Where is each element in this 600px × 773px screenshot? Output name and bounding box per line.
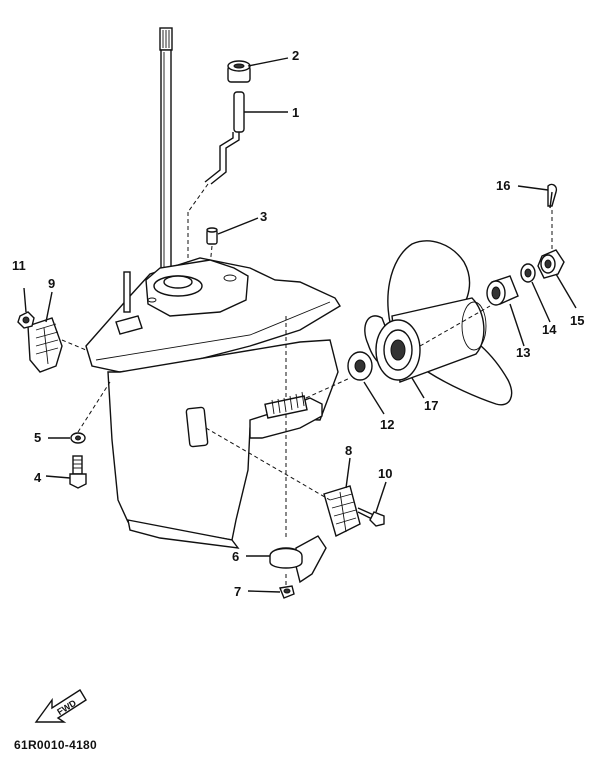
propeller-shaft [264,377,351,419]
bolt-part-7 [279,574,295,599]
washer-part-5 [70,381,111,444]
spacer-part-13 [486,275,519,306]
thrust-washer-part-12 [347,351,373,381]
callout-9: 9 [48,276,55,291]
callout-3: 3 [260,209,267,224]
callout-2: 2 [292,48,299,63]
callout-7: 7 [234,584,241,599]
lower-casing [85,257,341,549]
callout-14: 14 [542,322,557,337]
reference-code: 61R0010-4180 [14,738,98,752]
callout-10: 10 [378,466,392,481]
callout-1: 1 [292,105,299,120]
callout-numbers: 1 2 3 4 5 6 7 8 9 10 11 12 13 14 15 16 1… [12,48,584,599]
callout-6: 6 [232,549,239,564]
anode-part-8 [205,427,361,538]
callout-17: 17 [424,398,438,413]
bolt-part-11 [17,311,35,329]
callout-8: 8 [345,443,352,458]
callout-11: 11 [12,258,26,273]
grommet-part-2 [227,60,251,83]
bolt-part-10 [357,507,385,527]
callout-4: 4 [34,470,42,485]
propeller-nut-part-15 [537,210,565,279]
washer-part-14 [520,263,536,283]
drive-shaft [159,27,173,281]
shift-rod-part-1 [187,91,245,262]
callout-12: 12 [380,417,394,432]
anode-part-9 [27,317,87,373]
callout-5: 5 [34,430,41,445]
trim-tab-part-6 [269,535,327,584]
callout-13: 13 [516,345,530,360]
propeller-part-17 [364,240,513,406]
leader-lines [23,57,577,593]
fwd-arrow-icon: FWD [34,689,87,723]
bolt-part-4 [69,455,87,489]
callout-15: 15 [570,313,584,328]
cotter-pin-part-16 [547,183,558,209]
callout-16: 16 [496,178,510,193]
